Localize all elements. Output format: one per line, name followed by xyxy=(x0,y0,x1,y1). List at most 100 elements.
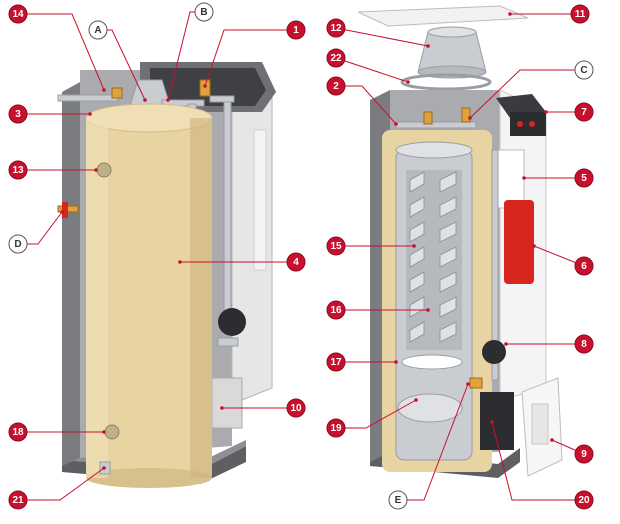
callout-badge xyxy=(574,444,594,464)
callout-badge xyxy=(574,60,594,80)
callout-leader-dot xyxy=(490,420,494,424)
callout-leader-dot xyxy=(102,430,106,434)
callout-label: 12 xyxy=(330,23,342,34)
callout-badge xyxy=(194,2,214,22)
callout-leader-dot xyxy=(532,244,536,248)
callout-C: C xyxy=(468,60,594,120)
right-fins xyxy=(409,171,457,343)
callout-4: 4 xyxy=(178,252,306,272)
callout-badge xyxy=(574,334,594,354)
callout-22: 22 xyxy=(326,48,410,84)
callout-leader-dot xyxy=(60,210,64,214)
callout-8: 8 xyxy=(504,334,594,354)
callout-badge xyxy=(286,398,306,418)
callout-14: 14 xyxy=(8,4,106,92)
callout-2: 2 xyxy=(326,76,398,126)
callout-badge xyxy=(326,352,346,372)
callout-leader-dot xyxy=(178,260,182,264)
callout-leader-line xyxy=(204,29,296,87)
callout-label: 22 xyxy=(330,53,342,64)
callout-label: A xyxy=(94,25,101,36)
callout-3: 3 xyxy=(8,104,92,124)
callout-badge xyxy=(570,4,590,24)
callout-badge xyxy=(574,256,594,276)
callout-leader-line xyxy=(335,57,409,83)
callout-label: 1 xyxy=(293,25,299,36)
callout-1: 1 xyxy=(203,20,306,88)
callout-leader-dot xyxy=(203,84,207,88)
callout-leader-dot xyxy=(466,382,470,386)
callout-leader-dot xyxy=(508,12,512,16)
callout-badge xyxy=(8,104,28,124)
right-top-lid xyxy=(357,5,529,27)
callout-A: A xyxy=(88,20,147,102)
callout-leader-dot xyxy=(550,438,554,442)
callout-leader-dot xyxy=(414,398,418,402)
callout-label: B xyxy=(200,7,207,18)
callout-badge xyxy=(8,4,28,24)
callout-15: 15 xyxy=(326,236,416,256)
callout-leader-line xyxy=(491,421,584,501)
callout-leader-dot xyxy=(522,176,526,180)
callout-10: 10 xyxy=(220,398,306,418)
right-gasket xyxy=(400,73,492,91)
left-unit xyxy=(57,62,276,488)
left-tank xyxy=(86,118,212,478)
callout-badge xyxy=(8,490,28,510)
callout-label: 21 xyxy=(12,495,24,506)
callout-13: 13 xyxy=(8,160,98,180)
callout-leader-line xyxy=(469,69,584,119)
callout-leader-dot xyxy=(426,308,430,312)
callout-badge xyxy=(8,160,28,180)
callout-badge xyxy=(286,252,306,272)
callout-leader-dot xyxy=(468,116,472,120)
callout-badge xyxy=(388,490,408,510)
callout-label: 17 xyxy=(330,357,342,368)
callout-label: E xyxy=(395,495,402,506)
callout-21: 21 xyxy=(8,466,106,510)
callout-leader-dot xyxy=(406,80,410,84)
callout-label: 3 xyxy=(15,109,21,120)
callout-label: 4 xyxy=(293,257,299,268)
right-unit xyxy=(357,5,563,478)
callout-label: C xyxy=(580,65,587,76)
callout-label: 10 xyxy=(290,403,302,414)
left-side-wall xyxy=(62,82,80,466)
callout-badge xyxy=(286,20,306,40)
right-expansion-vessel xyxy=(504,200,534,284)
callout-B: B xyxy=(166,2,214,102)
callout-label: 16 xyxy=(330,305,342,316)
callout-leader-dot xyxy=(143,98,147,102)
callout-badge xyxy=(326,418,346,438)
callout-label: 14 xyxy=(12,9,24,20)
callout-18: 18 xyxy=(8,422,106,442)
callout-label: 6 xyxy=(581,261,587,272)
callout-label: 11 xyxy=(575,9,586,20)
callout-17: 17 xyxy=(326,352,398,372)
callout-label: 9 xyxy=(581,449,587,460)
callout-leader-dot xyxy=(102,466,106,470)
callout-6: 6 xyxy=(532,244,594,276)
callout-12: 12 xyxy=(326,18,430,48)
callout-leader-line xyxy=(18,467,105,501)
callout-badge xyxy=(574,168,594,188)
callout-leader-dot xyxy=(220,406,224,410)
callout-leader-dot xyxy=(394,122,398,126)
callout-badge xyxy=(574,102,594,122)
callout-badge xyxy=(8,234,28,254)
callout-badge xyxy=(88,20,108,40)
callout-label: 8 xyxy=(581,339,587,350)
callout-7: 7 xyxy=(544,102,594,122)
callout-20: 20 xyxy=(490,420,594,510)
callout-label: 5 xyxy=(581,173,587,184)
callout-label: 19 xyxy=(330,423,342,434)
callout-leader-dot xyxy=(426,44,430,48)
callout-11: 11 xyxy=(508,4,590,24)
callout-leader-dot xyxy=(102,88,106,92)
callout-leader-dot xyxy=(88,112,92,116)
callout-label: D xyxy=(14,239,21,250)
callout-19: 19 xyxy=(326,398,418,438)
callout-9: 9 xyxy=(550,438,594,464)
